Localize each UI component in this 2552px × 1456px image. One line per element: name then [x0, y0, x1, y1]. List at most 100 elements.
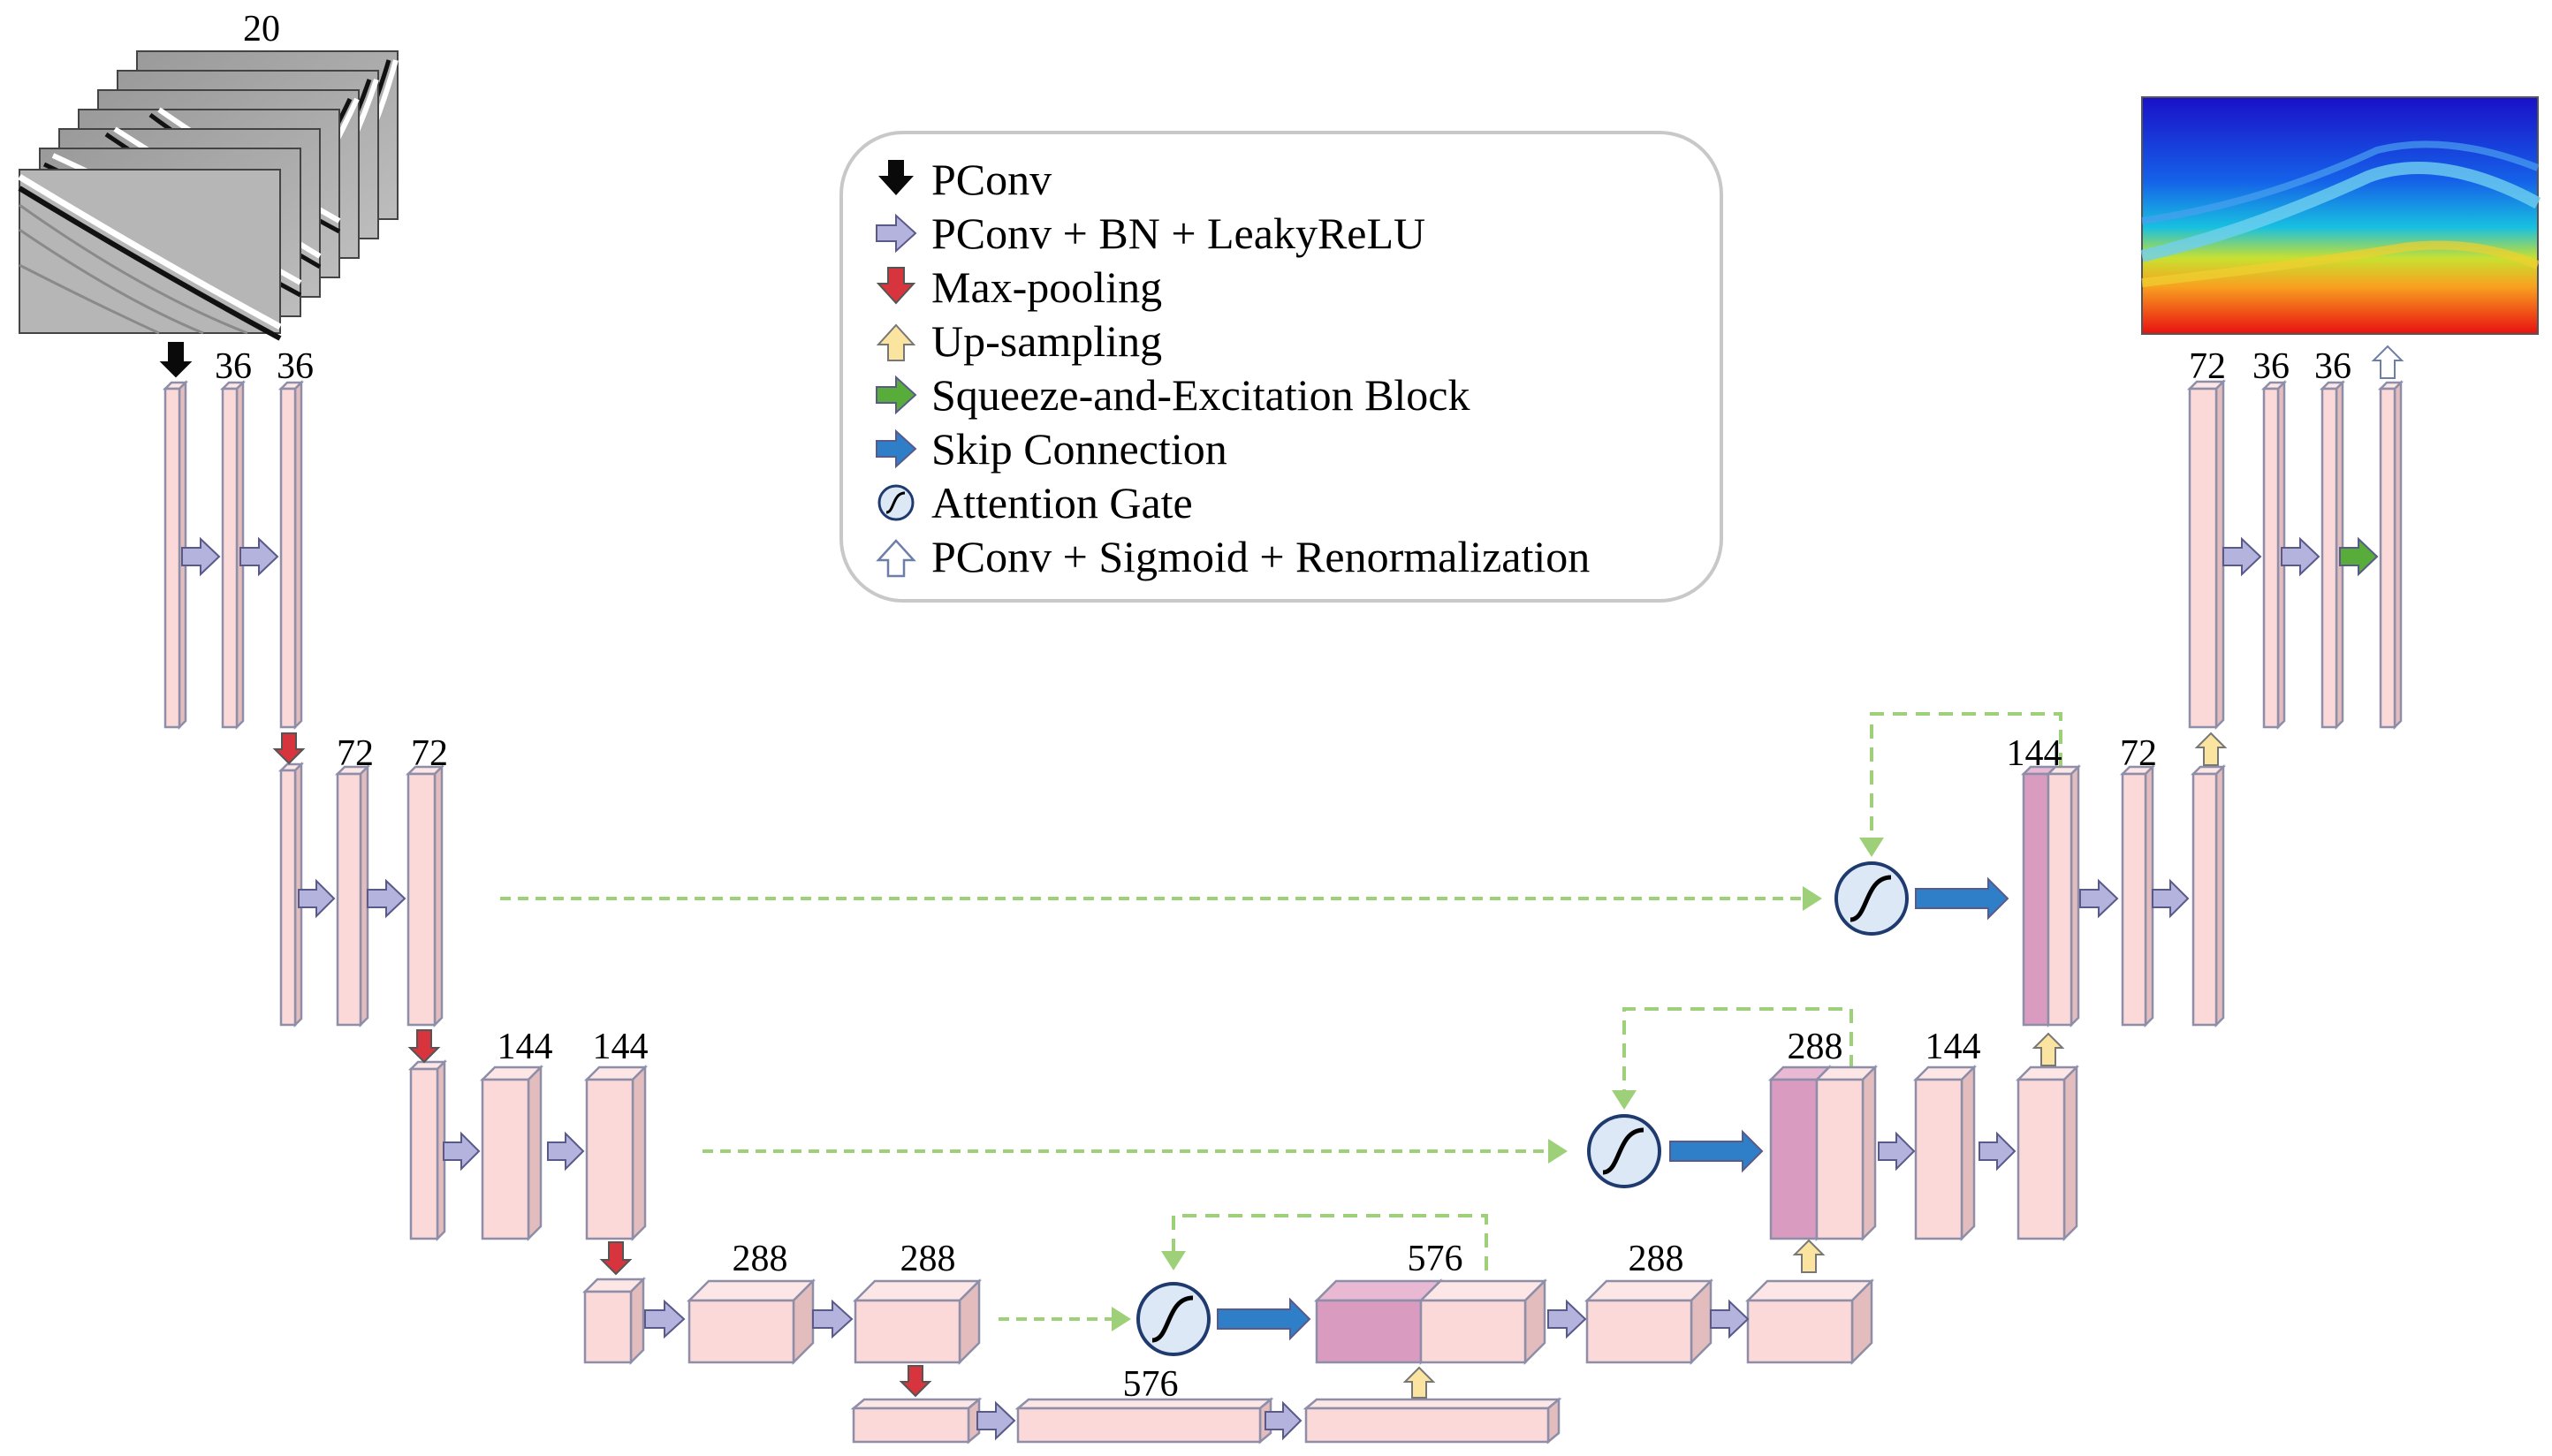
- skip-connection-arrow-icon: [876, 428, 917, 469]
- skip-line-level3-head: [1548, 1139, 1568, 1164]
- dec4-upsample-arrow: [1402, 1366, 1436, 1399]
- enc4-block-b: [852, 1278, 983, 1366]
- enc2-label-b: 72: [411, 733, 448, 774]
- enc2-block-a: [334, 763, 371, 1028]
- dec2-block-b: [2119, 763, 2156, 1028]
- enc4-conv-arrow-2: [812, 1299, 854, 1339]
- bottleneck-block-b: [1303, 1397, 1562, 1445]
- enc2-conv-arrow-1: [298, 878, 336, 919]
- dec1-label-b: 36: [2252, 346, 2290, 387]
- dec3-up-block: [1813, 1064, 1879, 1242]
- legend-label-6: Attention Gate: [931, 478, 1193, 527]
- se-block-arrow-icon: [876, 375, 917, 415]
- dec1-conv-arrow-1: [2222, 536, 2262, 577]
- output-velocity-model: [2140, 96, 2541, 335]
- bottleneck-conv-arrow-1: [976, 1400, 1016, 1441]
- enc3-maxpool-arrow: [599, 1241, 633, 1276]
- dec3-block-c: [2015, 1064, 2080, 1242]
- gating-line-level4: [1172, 1214, 1488, 1270]
- legend-label-1: PConv + BN + LeakyReLU: [931, 209, 1425, 258]
- dec3-conv-arrow-1: [1878, 1131, 1916, 1172]
- attention-gate-level3: [1587, 1114, 1661, 1188]
- enc4-label-a: 288: [733, 1239, 788, 1279]
- enc3-conv-arrow-1: [443, 1131, 481, 1172]
- attention-gate-icon: [877, 484, 915, 521]
- enc1-maxpool-arrow: [272, 732, 306, 765]
- attention-gate-level2: [1834, 861, 1909, 936]
- dec3-block-b: [1912, 1064, 1978, 1242]
- dec2-up-block: [2045, 763, 2082, 1028]
- dec2-label-b: 72: [2120, 733, 2157, 774]
- enc3-block-in: [407, 1058, 448, 1242]
- dec3-upsample-arrow: [1792, 1239, 1826, 1273]
- maxpool-arrow-icon: [876, 267, 916, 305]
- enc2-block-in: [277, 761, 305, 1028]
- dec1-label-c: 36: [2314, 346, 2351, 387]
- pconv-arrow-icon: [878, 160, 914, 195]
- gating-line-level2: [1870, 712, 2062, 841]
- gating-line-level4-head: [1161, 1251, 1186, 1270]
- upsample-arrow-icon: [876, 323, 916, 361]
- bottleneck-block-in: [850, 1397, 983, 1445]
- gating-line-level3: [1622, 1007, 1853, 1094]
- dec2-block-c: [2190, 763, 2227, 1028]
- dec3-label-b: 144: [1925, 1027, 1981, 1067]
- dec4-block-b: [1584, 1278, 1714, 1366]
- dec1-upsample-arrow: [2194, 732, 2228, 766]
- legend-label-2: Max-pooling: [931, 262, 1162, 312]
- dec1-label-a: 72: [2189, 346, 2226, 387]
- legend-label-0: PConv: [931, 155, 1052, 204]
- enc1-conv-arrow-1: [181, 536, 221, 577]
- enc4-block-a: [686, 1278, 816, 1366]
- dec4-label-a: 576: [1408, 1239, 1463, 1279]
- enc3-block-b: [583, 1064, 649, 1242]
- pconv-bn-leakyrelu-arrow-icon: [876, 213, 917, 254]
- dec1-block-out: [2377, 379, 2404, 731]
- skip-arrow-level2: [1915, 876, 2009, 921]
- enc2-block-b: [405, 763, 445, 1028]
- skip-arrow-level4: [1217, 1297, 1311, 1341]
- legend-label-3: Up-sampling: [931, 316, 1162, 366]
- gating-line-level3-head: [1612, 1090, 1637, 1110]
- pconv-sigmoid-renorm-arrow-icon: [876, 539, 916, 578]
- enc2-conv-arrow-2: [367, 878, 406, 919]
- dec2-upsample-arrow: [2032, 1032, 2065, 1066]
- enc3-label-a: 144: [497, 1027, 553, 1067]
- legend: [839, 131, 1723, 603]
- dec3-label-a: 288: [1788, 1027, 1843, 1067]
- legend-label-4: Squeeze-and-Excitation Block: [931, 370, 1470, 420]
- enc4-label-b: 288: [900, 1239, 956, 1279]
- enc1-block-a: [219, 379, 247, 731]
- legend-label-7: PConv + Sigmoid + Renormalization: [931, 532, 1590, 581]
- enc3-conv-arrow-2: [547, 1131, 585, 1172]
- enc3-block-a: [479, 1064, 544, 1242]
- enc2-maxpool-arrow: [407, 1029, 441, 1064]
- enc1-pconv-arrow: [159, 342, 193, 378]
- enc4-maxpool-arrow: [899, 1365, 932, 1398]
- enc2-label-a: 72: [337, 733, 374, 774]
- enc4-block-in: [581, 1276, 647, 1366]
- legend-label-5: Skip Connection: [931, 424, 1227, 474]
- skip-line-level2-head: [1803, 886, 1822, 911]
- dec3-conv-arrow-2: [1979, 1131, 2017, 1172]
- output-pconv-sigmoid-arrow: [2371, 345, 2404, 379]
- dec1-conv-arrow-2: [2281, 536, 2320, 577]
- bottleneck-label: 576: [1123, 1364, 1179, 1405]
- enc1-block-input: [162, 379, 189, 731]
- bottleneck-conv-arrow-2: [1265, 1400, 1303, 1441]
- dec4-conv-arrow-1: [1547, 1299, 1587, 1339]
- dec1-block-a: [2186, 378, 2227, 731]
- enc4-conv-arrow-1: [644, 1299, 686, 1339]
- seismic-shot-1: [18, 169, 282, 341]
- gating-line-level2-head: [1859, 838, 1884, 857]
- skip-arrow-level3: [1669, 1129, 1764, 1173]
- enc1-label-b: 36: [277, 346, 314, 387]
- skip-line-level4-head: [1112, 1307, 1131, 1331]
- dec1-se-arrow: [2339, 536, 2379, 577]
- enc1-block-b: [277, 379, 305, 731]
- dec2-conv-arrow-1: [2079, 878, 2119, 919]
- enc1-conv-arrow-2: [239, 536, 279, 577]
- dec4-up-block: [1417, 1278, 1548, 1366]
- input-channels-label: 20: [243, 9, 280, 49]
